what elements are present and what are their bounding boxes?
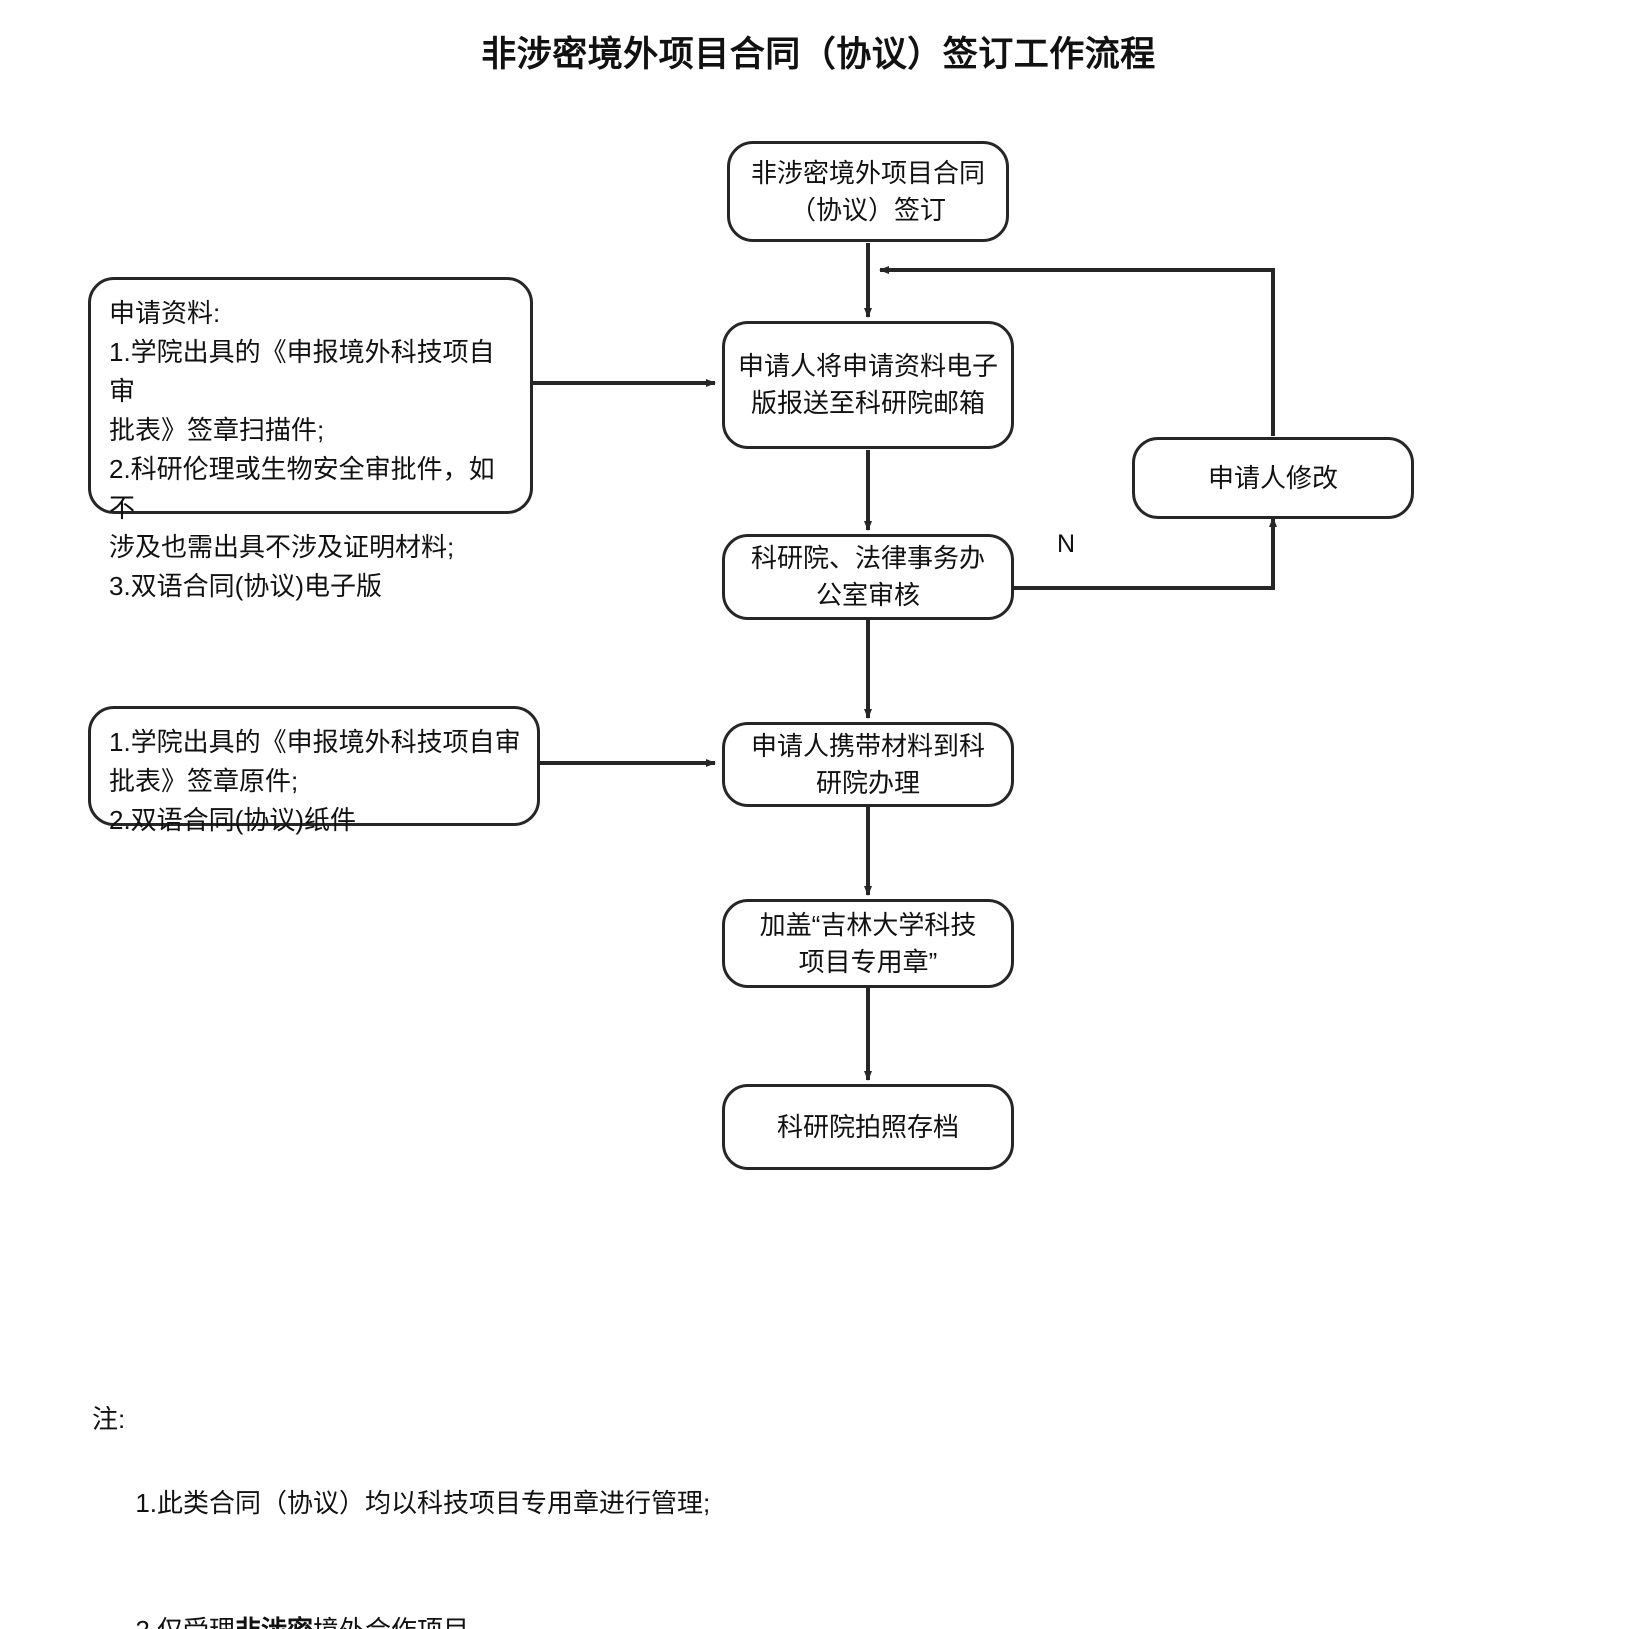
node-bring-materials[interactable]: 申请人携带材料到科 研院办理 [722, 722, 1014, 807]
note-item-2-bold: 非涉密 [235, 1615, 313, 1629]
infobox-materials-electronic-text: 申请资料: 1.学院出具的《申报境外科技项自审 批表》签章扫描件; 2.科研伦理… [109, 298, 495, 601]
note-item-1: 1.此类合同（协议）均以科技项目专用章进行管理; [92, 1440, 1032, 1566]
node-applicant-revise-label: 申请人修改 [1207, 462, 1338, 493]
notes-section: 注: 1.此类合同（协议）均以科技项目专用章进行管理; 2.仅受理非涉密境外合作… [92, 1398, 1032, 1629]
edge-label-reject: N [1057, 530, 1076, 558]
node-applicant-revise[interactable]: 申请人修改 [1132, 437, 1414, 519]
note-item-2-prefix: 2.仅受理 [135, 1615, 235, 1629]
node-submit-materials-label: 申请人将申请资料电子 版报送至科研院邮箱 [737, 351, 998, 418]
edge-review-reject-to-revise [1010, 517, 1277, 590]
node-submit-materials[interactable]: 申请人将申请资料电子 版报送至科研院邮箱 [722, 321, 1014, 449]
node-bring-materials-label: 申请人携带材料到科 研院办理 [750, 730, 985, 798]
node-review-label: 科研院、法律事务办 公室审核 [750, 543, 985, 610]
node-apply-stamp[interactable]: 加盖“吉林大学科技 项目专用章” [722, 899, 1014, 988]
note-item-1-prefix: 1.此类合同（协议）均以科技项目专用章进行管理; [135, 1488, 711, 1519]
notes-heading: 注: [92, 1404, 126, 1434]
infobox-materials-paper-text: 1.学院出具的《申报境外科技项自审 批表》签章原件; 2.双语合同(协议)纸件 [109, 727, 521, 835]
infobox-materials-paper[interactable]: 1.学院出具的《申报境外科技项自审 批表》签章原件; 2.双语合同(协议)纸件 [88, 706, 540, 835]
note-item-2: 2.仅受理非涉密境外合作项目 [92, 1566, 1032, 1629]
node-archive[interactable]: 科研院拍照存档 [722, 1084, 1014, 1170]
note-item-2-suffix: 境外合作项目 [313, 1615, 469, 1629]
node-apply-stamp-label: 加盖“吉林大学科技 项目专用章” [759, 909, 977, 977]
node-archive-label: 科研院拍照存档 [776, 1111, 959, 1142]
node-start[interactable]: 非涉密境外项目合同 （协议）签订 [727, 141, 1009, 242]
node-start-label: 非涉密境外项目合同 （协议）签订 [750, 157, 985, 225]
infobox-materials-electronic[interactable]: 申请资料: 1.学院出具的《申报境外科技项自审 批表》签章扫描件; 2.科研伦理… [88, 277, 533, 601]
node-review[interactable]: 科研院、法律事务办 公室审核 [722, 534, 1014, 620]
page-title: 非涉密境外项目合同（协议）签订工作流程 [481, 35, 1156, 74]
